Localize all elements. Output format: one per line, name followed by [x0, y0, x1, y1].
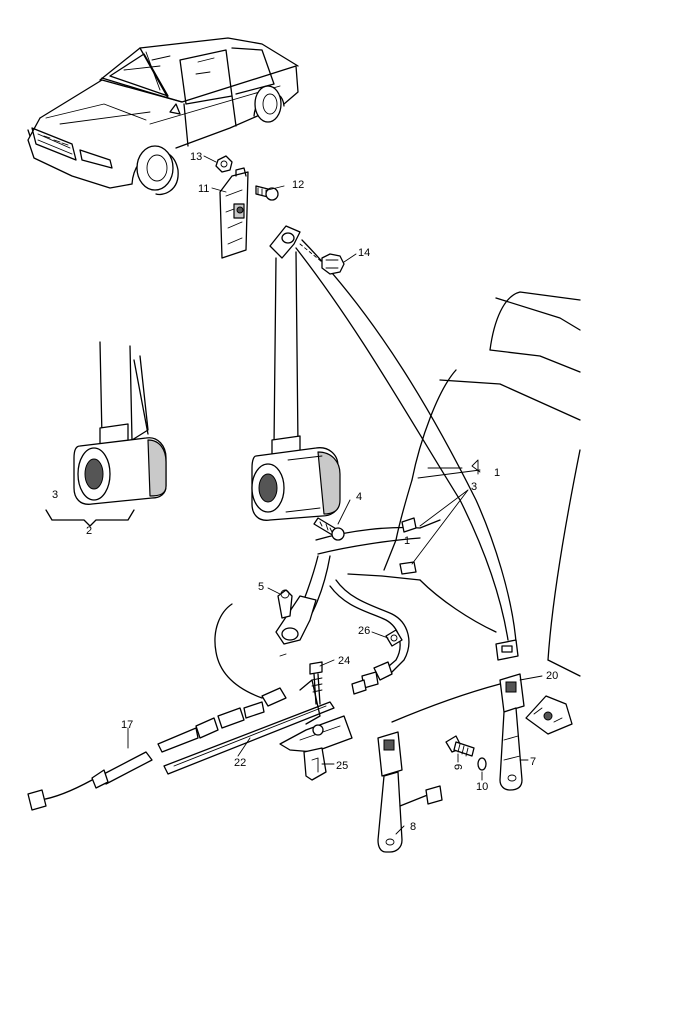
mounting-bracket: [525, 695, 573, 735]
nut-13: [215, 155, 233, 173]
cable-26: [329, 579, 410, 695]
callout-22: 22: [234, 757, 246, 769]
callout-20: 20: [546, 670, 558, 682]
callout-13: 13: [190, 151, 202, 163]
callout-4: 4: [356, 491, 362, 503]
callout-9: 9: [453, 764, 465, 770]
callout-1: 1: [494, 467, 500, 479]
callout-3-left: 3: [52, 489, 58, 501]
callout-17: 17: [121, 719, 133, 731]
belt-webbing: [269, 225, 517, 643]
callout-26: 26: [358, 625, 370, 637]
buckle-stalk-8: [377, 731, 443, 853]
callout-14: 14: [358, 247, 370, 259]
seat-outline: [347, 291, 581, 677]
clip-25: [303, 747, 327, 781]
bolt-9: [445, 735, 475, 757]
bolt-4: [313, 517, 345, 541]
callout-10: 10: [476, 781, 488, 793]
callout-3: 3: [471, 481, 477, 493]
callout-11: 11: [198, 183, 209, 195]
retractor-variant: [73, 341, 167, 505]
cap-nut-14: [299, 243, 345, 275]
floor-line-right: [391, 683, 501, 723]
tensioner-cable-17: [27, 687, 287, 811]
callout-25: 25: [336, 760, 348, 772]
buckle-tongue: [495, 639, 519, 661]
end-fitting-5: [275, 589, 317, 657]
washer-10: [477, 757, 487, 771]
car-illustration: [27, 37, 299, 196]
floor-line-left: [214, 603, 263, 699]
buckle-stalk-7: [499, 673, 525, 791]
callout-2: 2: [86, 525, 92, 537]
bracket-2: [45, 509, 135, 527]
callout-7: 7: [530, 756, 536, 768]
leader-lines: [127, 155, 543, 835]
callout-8: 8: [410, 821, 416, 833]
callout-24: 24: [338, 655, 350, 667]
guide-rail-22: [163, 679, 353, 775]
callout-12: 12: [292, 179, 304, 191]
callout-labels: 13 11 12 14 1 3 1 4 3 2 5 26 24 20 17 22…: [52, 151, 558, 833]
callout-5: 5: [258, 581, 264, 593]
height-adjuster-bracket: [219, 167, 249, 259]
bolt-12: [255, 185, 279, 201]
callout-1-lower: 1: [404, 535, 410, 547]
belt-retractor: [251, 435, 341, 521]
pad-3: [399, 517, 417, 575]
